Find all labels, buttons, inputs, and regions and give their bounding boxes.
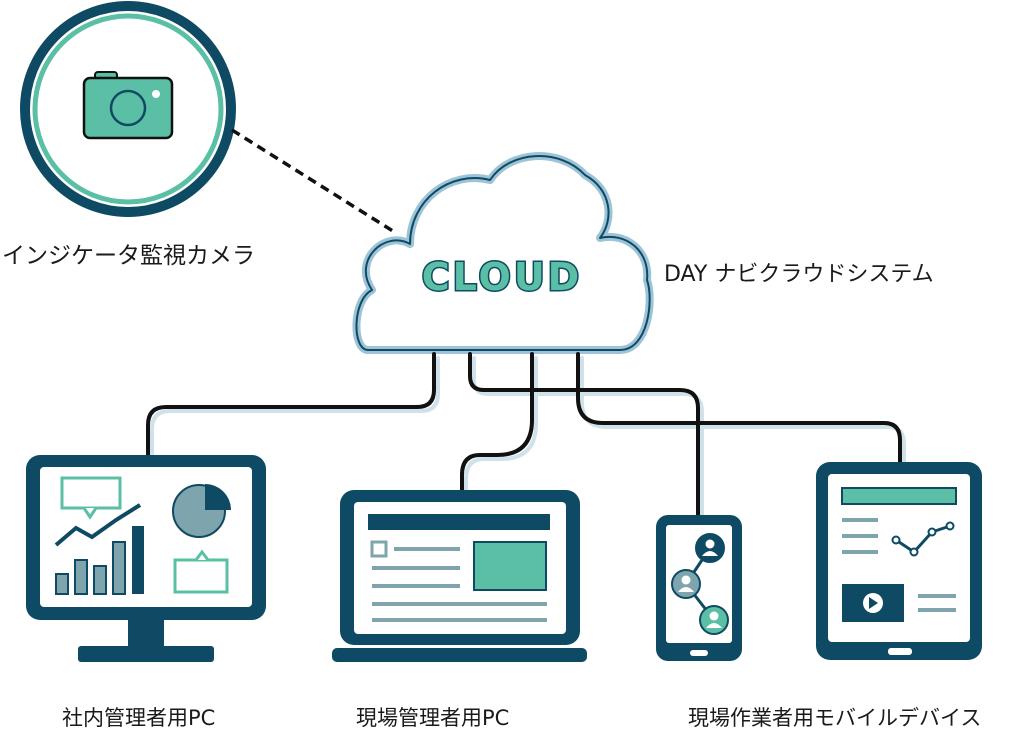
camera-link-dotted	[231, 128, 397, 235]
office-pc-label: 社内管理者用PC	[62, 706, 216, 730]
cloud-node: CLOUD	[352, 152, 654, 354]
mobile-device-label: 現場作業者用モバイルデバイス	[688, 706, 982, 730]
camera-icon	[82, 71, 174, 140]
tablet-icon	[816, 462, 982, 660]
camera-label: インジケータ監視カメラ	[2, 243, 255, 269]
laptop-icon	[332, 490, 587, 662]
site-pc-label: 現場管理者用PC	[356, 706, 510, 730]
cloud-system-label: DAY ナビクラウドシステム	[664, 262, 934, 287]
smartphone-icon	[656, 515, 742, 661]
network-links	[146, 352, 906, 526]
cloud-badge: CLOUD	[422, 255, 582, 299]
camera-node	[20, 1, 236, 217]
monitor-icon	[26, 455, 266, 662]
